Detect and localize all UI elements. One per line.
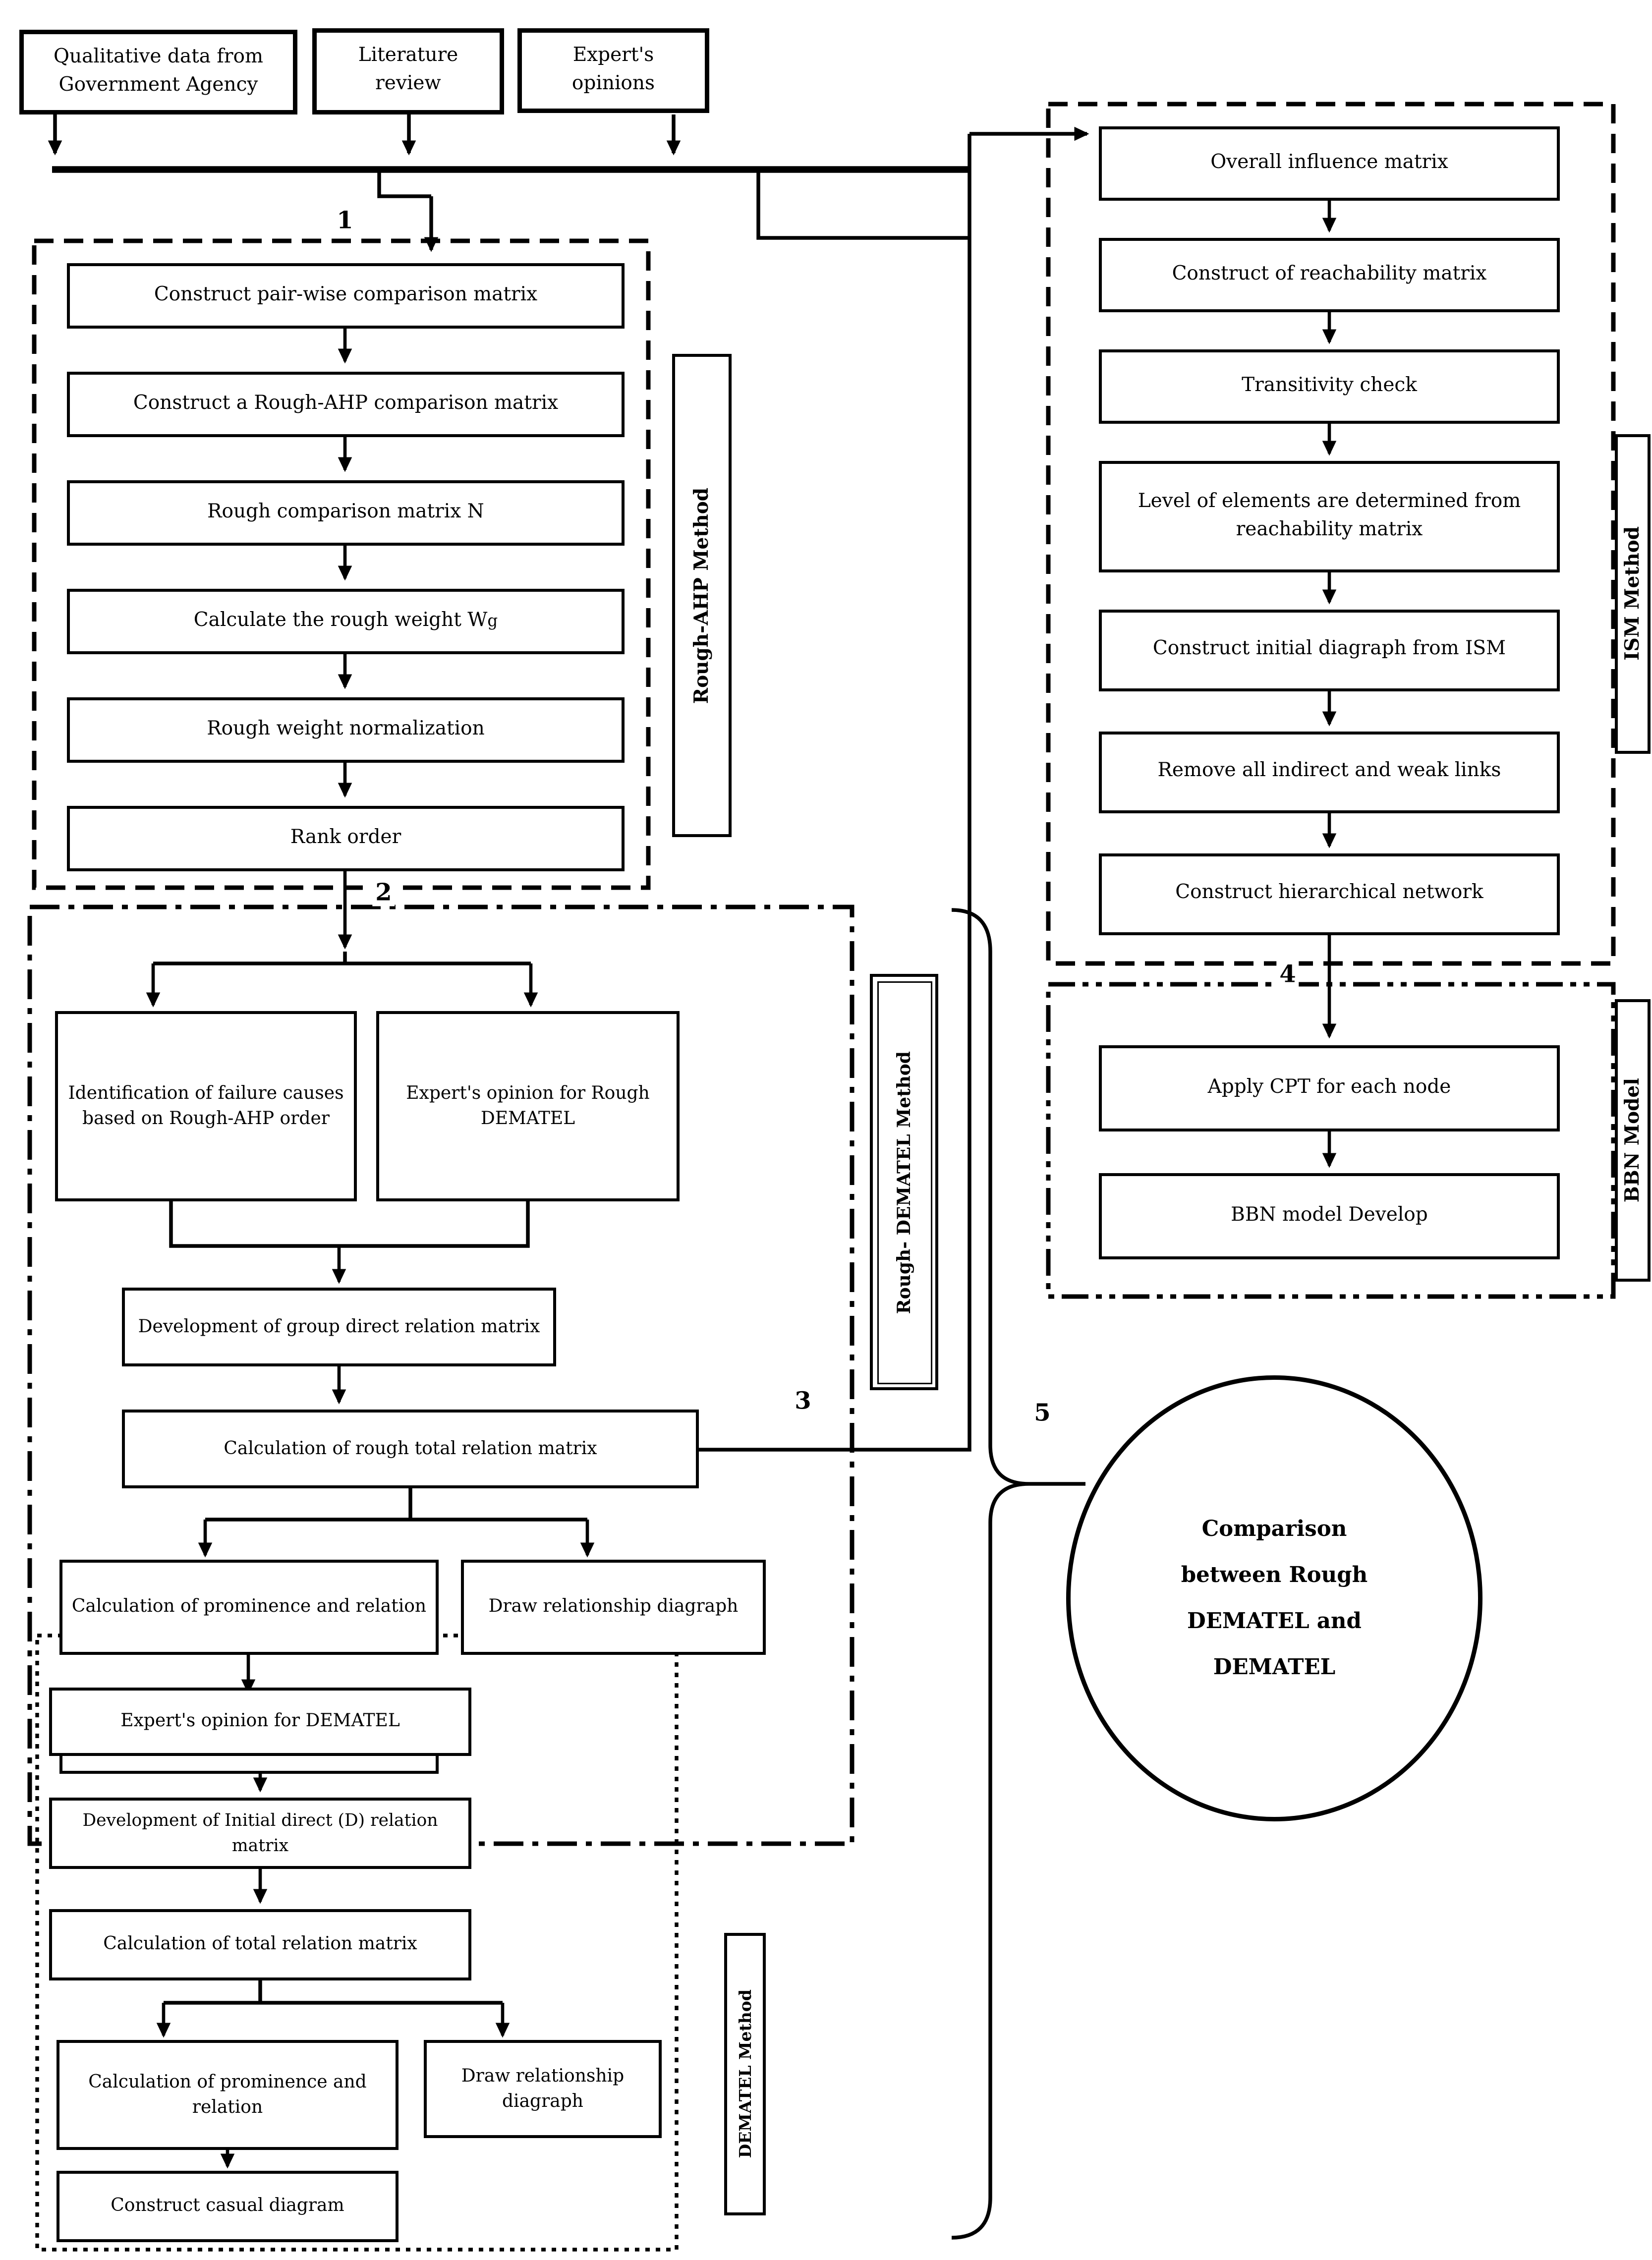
ism-overall-influence-matrix: Overall influence matrix xyxy=(1099,126,1560,201)
step-pairwise-matrix: Construct pair-wise comparison matrix xyxy=(67,263,625,329)
label-ism-method: ISM Method xyxy=(1621,527,1644,661)
step-rough-weight-normalization: Rough weight normalization xyxy=(67,697,625,763)
label-box-bbn-model: BBN Model xyxy=(1615,999,1651,1282)
step-draw-relationship-diagraph: Draw relationship diagraph xyxy=(461,1560,766,1655)
dematel-draw-relationship-diagraph: Draw relationship diagraph xyxy=(424,2040,662,2138)
ism-transitivity-check: Transitivity check xyxy=(1099,349,1560,424)
comparison-line-4: DEMATEL xyxy=(1213,1655,1336,1681)
step-rough-comparison-matrix-n: Rough comparison matrix N xyxy=(67,480,625,546)
dematel-arrows xyxy=(156,1756,510,2169)
step-prominence-and-relation: Calculation of prominence and relation xyxy=(59,1560,439,1655)
step-group-direct-relation-matrix: Development of group direct relation mat… xyxy=(122,1288,556,1366)
entry-step-rough-ahp xyxy=(377,172,439,252)
input-expert-opinion-rough-dematel: Expert's opinion for Rough DEMATEL xyxy=(376,1011,680,1201)
marker-4: 4 xyxy=(1276,960,1299,988)
label-box-rough-dematel-method: Rough- DEMATEL Method xyxy=(870,974,938,1390)
label-dematel-method: DEMATEL Method xyxy=(735,1989,755,2159)
ism-remove-weak-links: Remove all indirect and weak links xyxy=(1099,732,1560,813)
step-rough-ahp-matrix: Construct a Rough-AHP comparison matrix xyxy=(67,372,625,437)
label-bbn-model: BBN Model xyxy=(1621,1078,1644,1203)
section-border-rough-ahp xyxy=(32,238,651,890)
source-expert-opinions: Expert's opinions xyxy=(517,28,709,113)
label-rough-ahp-method: Rough-AHP Method xyxy=(690,487,713,704)
rough-weight-subscript: g xyxy=(487,611,498,631)
marker-3: 3 xyxy=(792,1386,814,1415)
bbn-apply-cpt: Apply CPT for each node xyxy=(1099,1045,1560,1131)
label-box-dematel-method: DEMATEL Method xyxy=(724,1933,766,2215)
rough-weight-text: Calculate the rough weight W xyxy=(193,609,488,631)
ism-level-of-elements: Level of elements are determined from re… xyxy=(1099,461,1560,572)
step-rank-order: Rank order xyxy=(67,806,625,871)
bbn-model-develop: BBN model Develop xyxy=(1099,1173,1560,1259)
section-border-dematel xyxy=(35,1634,679,2252)
dematel-initial-direct-matrix: Development of Initial direct (D) relati… xyxy=(49,1798,471,1869)
path-to-ism xyxy=(699,126,1089,1452)
rough-dematel-arrows xyxy=(198,1366,595,1695)
label-rough-dematel-method: Rough- DEMATEL Method xyxy=(894,1050,914,1314)
marker-2: 2 xyxy=(372,878,395,906)
ism-hierarchical-network: Construct hierarchical network xyxy=(1099,853,1560,935)
comparison-circle: Comparison between Rough DEMATEL and DEM… xyxy=(1066,1375,1482,1821)
ism-initial-diagraph: Construct initial diagraph from ISM xyxy=(1099,610,1560,691)
source-arrows xyxy=(48,114,681,156)
dematel-total-relation-matrix: Calculation of total relation matrix xyxy=(49,1909,471,1980)
merge-rough-dematel xyxy=(169,1201,530,1284)
comparison-brace xyxy=(951,908,1085,2240)
comparison-line-2: between Rough xyxy=(1181,1562,1368,1588)
ism-reachability-matrix: Construct of reachability matrix xyxy=(1099,238,1560,312)
input-failure-causes: Identification of failure causes based o… xyxy=(55,1011,357,1201)
source-literature-review: Literature review xyxy=(312,28,504,114)
dematel-expert-opinion: Expert's opinion for DEMATEL xyxy=(49,1688,471,1756)
label-box-rough-ahp-method: Rough-AHP Method xyxy=(672,354,732,837)
step-rough-total-relation-matrix: Calculation of rough total relation matr… xyxy=(122,1410,699,1488)
marker-1: 1 xyxy=(334,206,356,234)
label-box-ism-method: ISM Method xyxy=(1615,434,1651,754)
entry-rough-dematel xyxy=(146,871,538,1008)
comparison-line-1: Comparison xyxy=(1201,1516,1347,1541)
dematel-prominence-relation: Calculation of prominence and relation xyxy=(57,2040,399,2150)
comparison-line-3: DEMATEL and xyxy=(1187,1609,1362,1634)
source-qualitative-data: Qualitative data from Government Agency xyxy=(19,30,297,114)
dematel-construct-casual-diagram: Construct casual diagram xyxy=(57,2171,399,2242)
marker-5: 5 xyxy=(1031,1398,1054,1427)
